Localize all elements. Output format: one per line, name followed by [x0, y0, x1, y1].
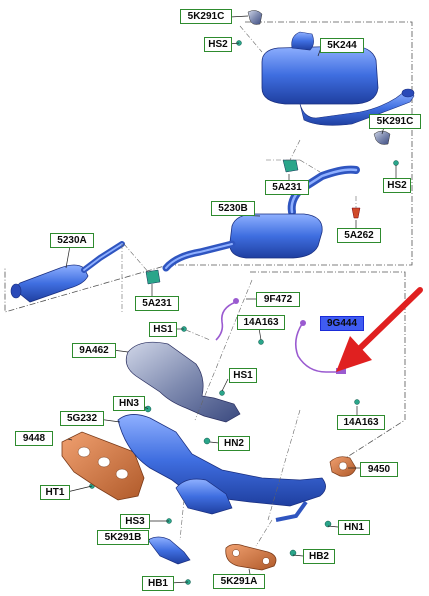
- sensor-9g444-wire: [294, 323, 340, 373]
- fastener-14a163-a: [258, 339, 264, 345]
- label-5a262: 5A262: [337, 228, 381, 243]
- heat-shield: [125, 341, 241, 423]
- label-hs3: HS3: [120, 514, 150, 529]
- label-hb2: HB2: [303, 549, 335, 564]
- exhaust-manifold-catalyst: [117, 414, 326, 522]
- bolt-5a262: [351, 207, 361, 219]
- red-callout-arrow: [336, 287, 423, 372]
- label-5a231-mid: 5A231: [265, 180, 309, 195]
- label-9g444: 9G444: [320, 316, 364, 331]
- label-9a462: 9A462: [72, 343, 116, 358]
- label-5230b: 5230B: [211, 201, 255, 216]
- fastener-hn2: [203, 437, 211, 445]
- rear-muffler: [261, 31, 415, 126]
- front-pipe-resonator: [10, 241, 125, 303]
- label-hb1: HB1: [142, 576, 174, 591]
- label-9f472: 9F472: [256, 292, 300, 307]
- label-5g232: 5G232: [60, 411, 104, 426]
- sensor-9g444-body: [336, 368, 346, 374]
- sensor-9f472-wire: [215, 301, 237, 341]
- bracket-5k291b: [147, 536, 191, 565]
- label-5230a: 5230A: [50, 233, 94, 248]
- label-5k291c-top: 5K291C: [180, 9, 232, 24]
- assembly-outline: [4, 21, 413, 313]
- label-hn3: HN3: [113, 396, 145, 411]
- label-14a163-a: 14A163: [237, 315, 285, 330]
- label-5k291c-right: 5K291C: [369, 114, 421, 129]
- label-5a231-low: 5A231: [135, 296, 179, 311]
- fastener-hn1: [324, 520, 332, 528]
- sensor-9f472-plug: [233, 298, 239, 304]
- gasket-5k291a-hole-right: [262, 557, 270, 565]
- gasket-5k291a: [225, 544, 277, 571]
- fastener-hb2: [289, 549, 297, 557]
- label-5k244: 5K244: [320, 38, 364, 53]
- label-hn1: HN1: [338, 520, 370, 535]
- label-ht1: HT1: [40, 485, 70, 500]
- fastener-hs2-right: [393, 160, 399, 166]
- label-hs2-right: HS2: [383, 178, 411, 193]
- gasket-9450-hole: [338, 461, 348, 471]
- hanger-5a231-low: [145, 269, 161, 285]
- label-5k291b: 5K291B: [97, 530, 149, 545]
- label-hs2-top: HS2: [204, 37, 232, 52]
- hanger-5a231-mid: [282, 159, 299, 173]
- gasket-5k291a-hole-left: [232, 549, 240, 557]
- label-14a163-b: 14A163: [337, 415, 385, 430]
- hanger-5k291c-right: [373, 130, 391, 145]
- label-9448: 9448: [15, 431, 53, 446]
- label-hs1-a: HS1: [149, 322, 177, 337]
- sensor-9g444-plug: [300, 320, 306, 326]
- label-hs1-b: HS1: [229, 368, 257, 383]
- label-9450: 9450: [360, 462, 398, 477]
- fastener-hs1-b: [219, 390, 225, 396]
- label-hn2: HN2: [218, 436, 250, 451]
- hanger-5k291c-top: [247, 10, 263, 25]
- label-5k291a: 5K291A: [213, 574, 265, 589]
- fastener-14a163-b: [354, 399, 360, 405]
- assembly-outline-lower: [250, 271, 406, 469]
- assembly-centerlines: [121, 25, 357, 547]
- center-pipe-muffler: [162, 165, 360, 272]
